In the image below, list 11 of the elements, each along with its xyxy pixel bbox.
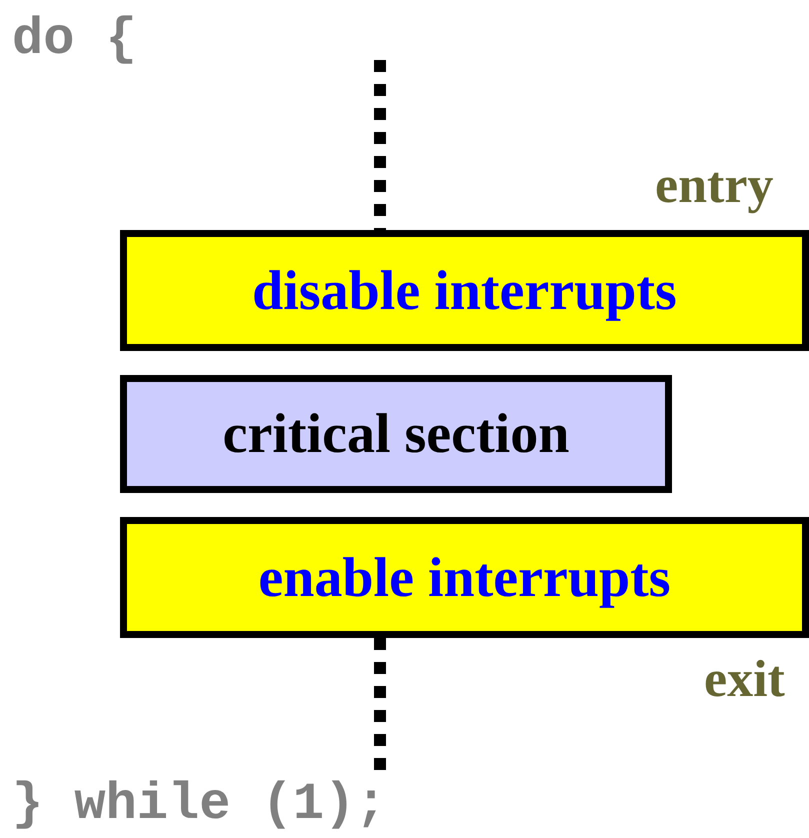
- code-text: } while (1);: [12, 779, 386, 831]
- side-label: entry: [655, 160, 774, 212]
- code-text: do {: [12, 14, 137, 66]
- process-box: [120, 230, 809, 351]
- process-box: [120, 375, 672, 493]
- dotted-connector: [374, 60, 386, 230]
- side-label: exit: [704, 654, 785, 706]
- box-label: enable interrupts: [258, 550, 671, 606]
- box-label: critical section: [222, 406, 570, 462]
- box-label: disable interrupts: [252, 262, 677, 318]
- process-box: [120, 517, 809, 638]
